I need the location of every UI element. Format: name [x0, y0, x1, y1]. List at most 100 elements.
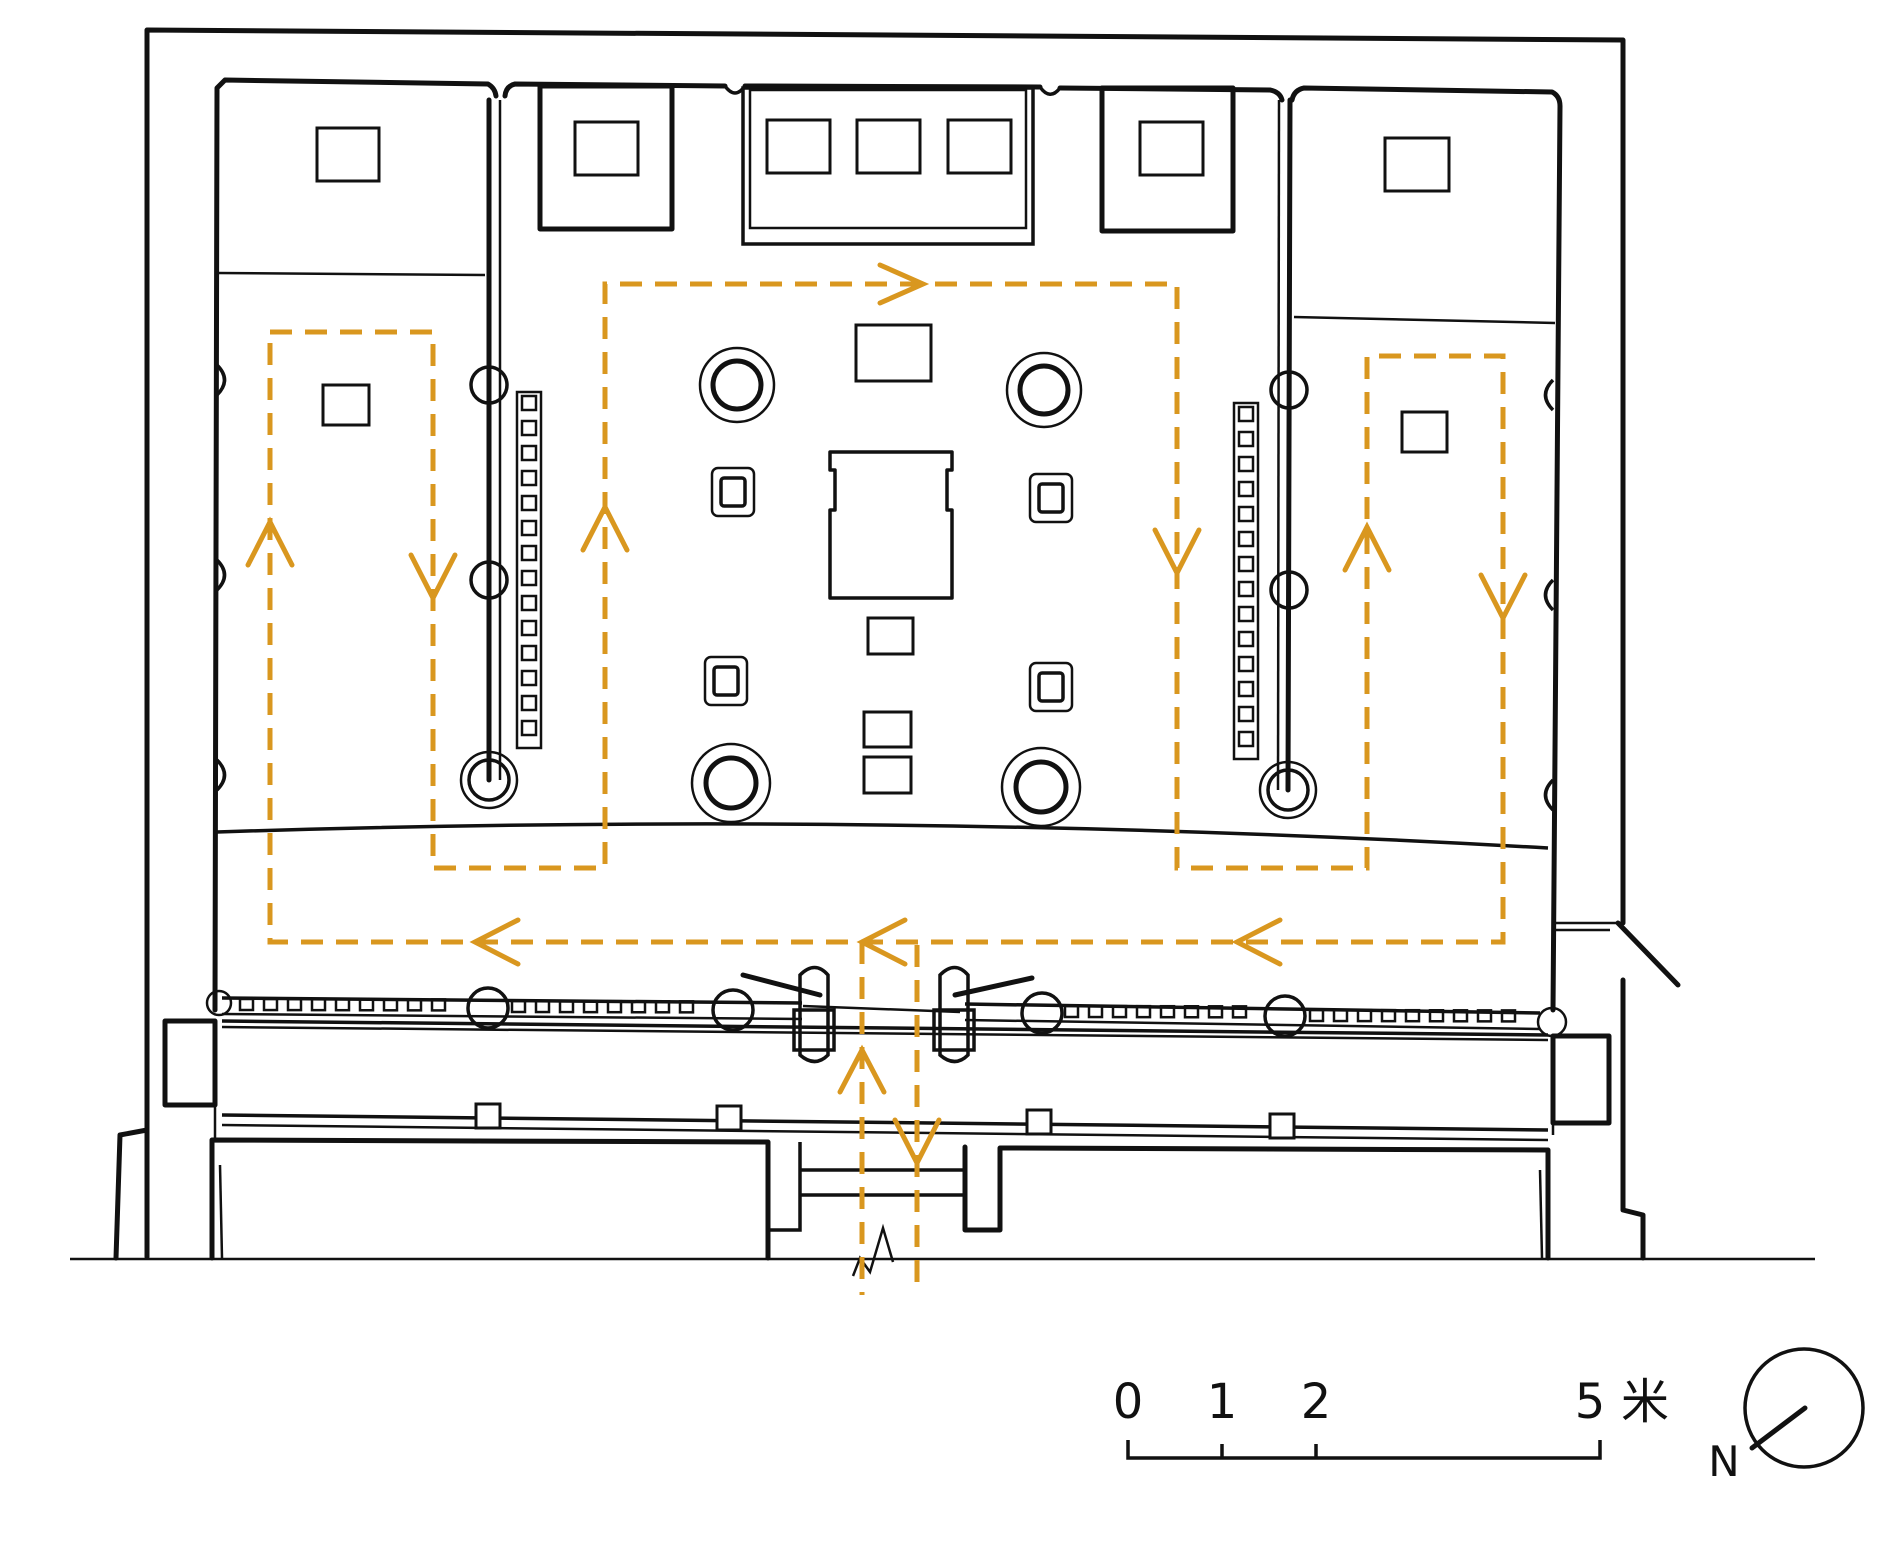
lattice-cell — [1237, 555, 1255, 573]
arrow-up-icon — [1342, 521, 1392, 573]
lattice-cell — [520, 519, 538, 537]
scale-tick-1: 1 — [1207, 1374, 1238, 1430]
side-gate — [1553, 920, 1681, 988]
front-door — [740, 965, 1035, 1064]
lattice-cell — [238, 997, 255, 1012]
central-altar-platform — [828, 450, 954, 600]
lattice-cell — [262, 997, 279, 1012]
lattice-cell — [678, 1000, 695, 1014]
arrow-down-icon — [892, 1117, 942, 1169]
direction-arrows — [245, 262, 1528, 1169]
lattice-cell — [406, 998, 423, 1012]
lattice-cell — [286, 997, 303, 1012]
lattice-cell — [520, 544, 538, 562]
lattice-cell — [1183, 1005, 1200, 1019]
pillar-base-2 — [1028, 472, 1074, 524]
lattice-cell — [520, 419, 538, 437]
lattice-cell — [1237, 655, 1255, 673]
lattice-cell — [334, 997, 351, 1012]
lattice-cell — [520, 619, 538, 637]
lattice-cell — [1452, 1009, 1469, 1023]
right-room-altar-top — [1383, 136, 1451, 193]
lattice-cell — [520, 494, 538, 512]
pillar-base-3 — [703, 655, 749, 707]
front-lattice — [238, 997, 1517, 1023]
scale-unit: 米 — [1621, 1374, 1669, 1430]
right-room-altar — [1400, 410, 1449, 454]
pillar-base-1 — [710, 466, 756, 518]
lattice-cell — [1135, 1004, 1152, 1019]
arrow-down-icon — [1478, 572, 1528, 624]
lattice-cell — [1237, 705, 1255, 723]
front-porch — [162, 1018, 1612, 1142]
column-top-right — [1005, 351, 1083, 429]
lattice-cell — [1332, 1008, 1349, 1023]
lattice-cell — [520, 594, 538, 612]
offering-table — [866, 616, 915, 656]
left-partition-wall — [459, 97, 519, 810]
lattice-cell — [520, 469, 538, 487]
arrow-down-icon — [1152, 527, 1202, 579]
lattice-cell — [520, 669, 538, 687]
lattice-cell — [510, 999, 527, 1014]
right-lattice-screen — [1232, 401, 1260, 761]
left-lattice-screen — [515, 390, 543, 750]
lattice-cell — [1087, 1004, 1104, 1019]
arrow-up-icon — [580, 501, 630, 553]
lattice-cell — [558, 999, 575, 1014]
offering-box-lower — [862, 755, 913, 795]
break-line — [851, 1223, 895, 1277]
lattice-cell — [520, 694, 538, 712]
arrow-left-icon — [1231, 917, 1283, 967]
arrow-down-icon — [408, 552, 458, 604]
lattice-cell — [1159, 1004, 1176, 1019]
north-label: N — [1708, 1437, 1739, 1486]
column-bottom-right — [1000, 746, 1082, 828]
lattice-cell — [1308, 1008, 1325, 1023]
outer-enclosure-wall — [70, 27, 1815, 1261]
lattice-cell — [1207, 1005, 1224, 1019]
lattice-cell — [310, 997, 327, 1012]
lattice-cell — [1237, 480, 1255, 498]
lattice-cell — [534, 999, 551, 1014]
front-platform — [209, 1137, 1551, 1261]
lattice-cell — [654, 1000, 671, 1014]
central-table — [854, 323, 933, 383]
pillar-base-4 — [1028, 661, 1074, 713]
hall-inner-wall — [212, 77, 1563, 1013]
lattice-cell — [606, 999, 623, 1014]
lattice-cell — [1237, 455, 1255, 473]
lattice-cell — [1237, 630, 1255, 648]
lattice-cell — [520, 719, 538, 737]
top-left-altar — [537, 83, 675, 232]
lattice-cell — [1063, 1004, 1080, 1019]
circulation-path — [267, 281, 1506, 1295]
lattice-cell — [1237, 680, 1255, 698]
lattice-cell — [1237, 530, 1255, 548]
lattice-cell — [520, 569, 538, 587]
lattice-cell — [1356, 1008, 1373, 1023]
lattice-cell — [582, 999, 599, 1014]
lattice-cell — [1237, 730, 1255, 748]
lattice-cell — [630, 1000, 647, 1014]
lattice-cell — [520, 644, 538, 662]
left-room-divider — [216, 271, 486, 277]
column-top-left — [698, 346, 776, 424]
lattice-cell — [1237, 580, 1255, 598]
lattice-cell — [1237, 430, 1255, 448]
scale-bar: 0 1 2 5 米 — [1113, 1374, 1669, 1460]
lattice-cell — [1237, 405, 1255, 423]
lattice-cell — [1404, 1008, 1421, 1023]
arrow-up-icon — [245, 516, 295, 568]
lattice-cell — [520, 444, 538, 462]
north-arrow-icon: N — [1708, 1347, 1865, 1486]
arrow-right-icon — [877, 262, 930, 306]
floor-step-line — [216, 822, 1549, 850]
lattice-cell — [1428, 1009, 1445, 1023]
arrow-left-icon — [469, 917, 521, 967]
scale-tick-2: 2 — [1301, 1374, 1332, 1430]
top-center-altar — [741, 86, 1035, 246]
left-room-altar-top — [315, 126, 381, 183]
scale-tick-0: 0 — [1113, 1374, 1144, 1430]
